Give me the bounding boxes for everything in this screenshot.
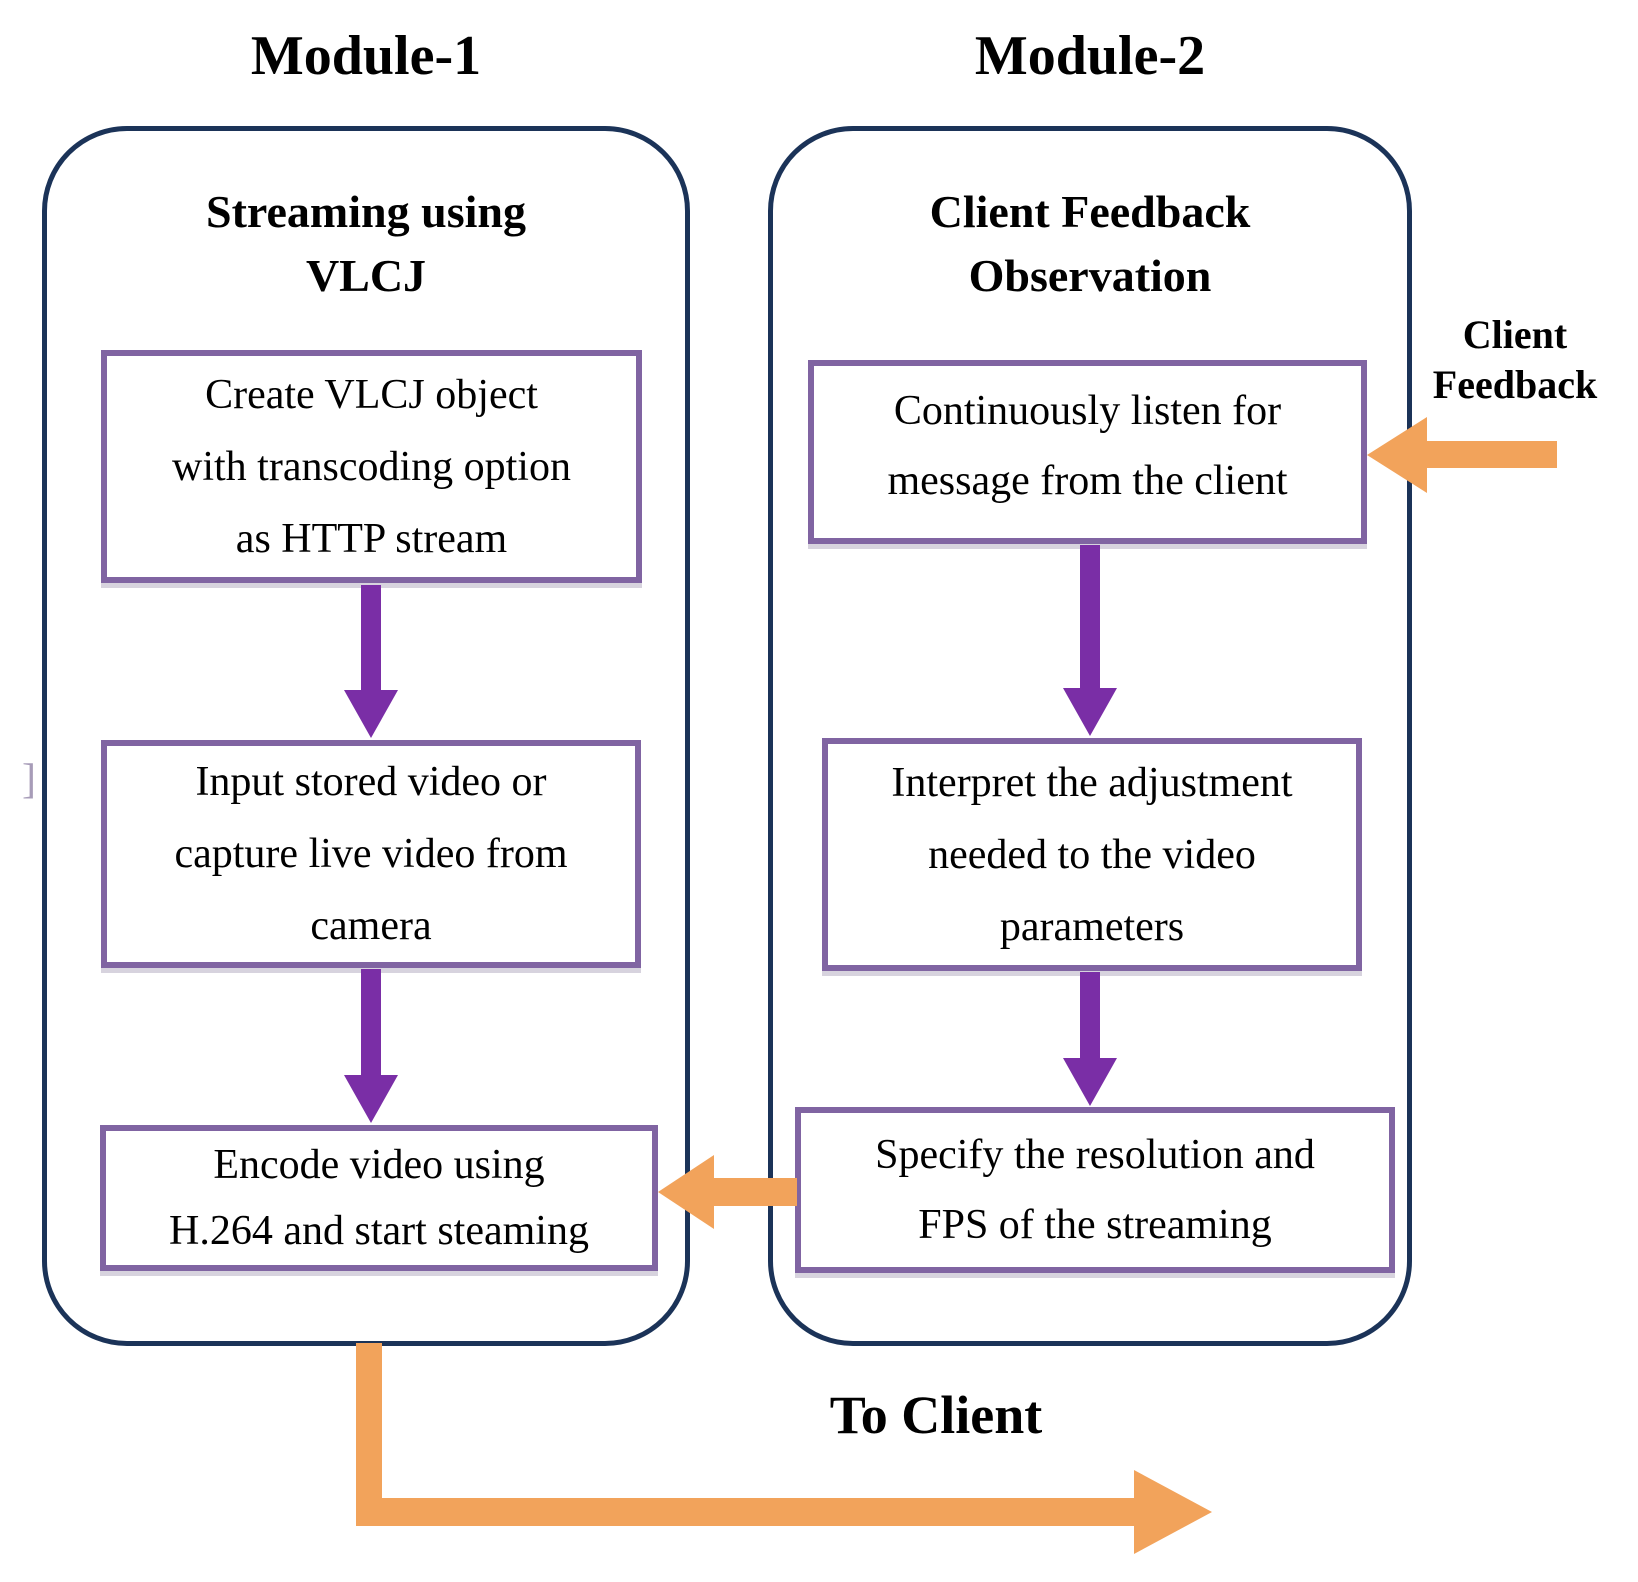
step-input-or-capture-video: Input stored video or capture live video… [101, 740, 641, 968]
margin-artifact-glyph: ] [22, 757, 36, 803]
cross-module-arrow-icon-head [658, 1155, 714, 1229]
client-feedback-arrow-icon-shaft [1425, 441, 1557, 468]
step-listen-for-client-message: Continuously listen for message from the… [808, 360, 1367, 544]
client-feedback-label: Client Feedback [1432, 312, 1598, 407]
to-client-arrow-icon-horizontal [356, 1498, 1136, 1526]
step-create-vlcj-object: Create VLCJ object with transcoding opti… [101, 350, 642, 583]
arrow-down-icon-m1-2-shaft [361, 969, 381, 1076]
arrow-down-icon-m2-2-head [1063, 1058, 1117, 1106]
module-2-title: Module-2 [974, 25, 1206, 87]
to-client-arrow-icon-vertical [356, 1343, 382, 1526]
step-specify-resolution-fps: Specify the resolution and FPS of the st… [795, 1107, 1395, 1273]
arrow-down-icon-m1-2-head [344, 1075, 398, 1123]
step-interpret-adjustment: Interpret the adjustment needed to the v… [822, 738, 1362, 971]
to-client-label: To Client [829, 1385, 1043, 1445]
arrow-down-icon-m1-1-shaft [361, 585, 381, 691]
arrow-down-icon-m1-1-head [344, 690, 398, 738]
module-1-title: Module-1 [250, 25, 482, 87]
step-encode-and-stream: Encode video using H.264 and start steam… [100, 1125, 658, 1271]
arrow-down-icon-m2-2-shaft [1080, 972, 1100, 1059]
cross-module-arrow-icon-shaft [712, 1178, 797, 1206]
module-1-header: Streaming using VLCJ [206, 186, 526, 301]
arrow-down-icon-m2-1-shaft [1080, 545, 1100, 689]
arrow-down-icon-m2-1-head [1063, 688, 1117, 736]
module-2-container [768, 126, 1412, 1346]
module-2-header: Client Feedback Observation [929, 186, 1251, 301]
client-feedback-arrow-icon-head [1367, 417, 1427, 493]
to-client-arrow-icon-head [1134, 1470, 1212, 1554]
